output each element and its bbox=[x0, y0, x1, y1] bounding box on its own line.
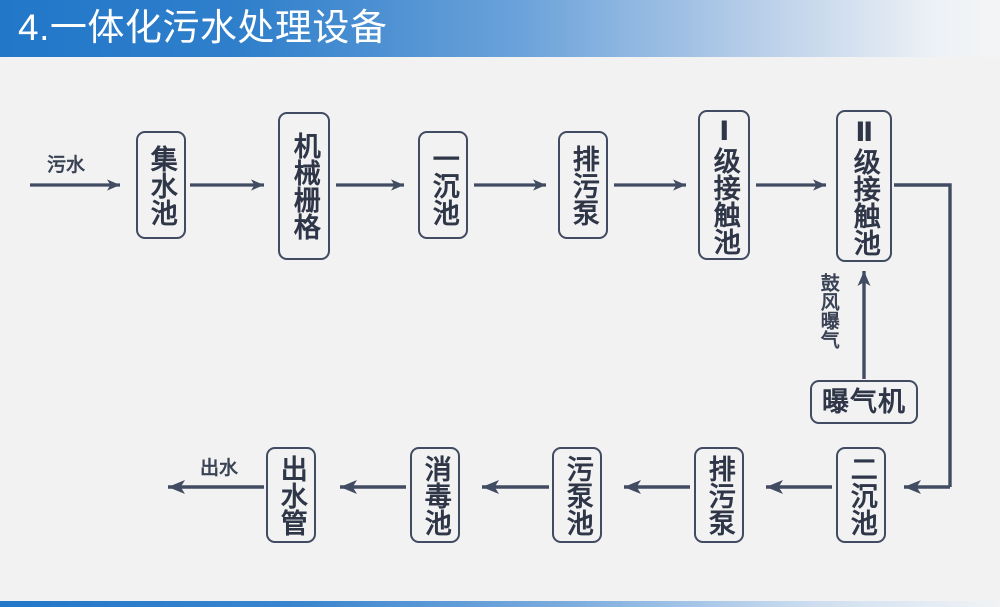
node-jiechuchi-2[interactable]: Ⅱ级接触池 bbox=[836, 110, 892, 262]
node-paiwubeng-bottom-label: 排污泵 bbox=[704, 454, 735, 536]
node-paiwubeng-bottom[interactable]: 排污泵 bbox=[694, 447, 744, 543]
node-jishuichi[interactable]: 集水池 bbox=[136, 131, 186, 239]
node-wubengchi[interactable]: 污泵池 bbox=[552, 447, 602, 543]
node-erchenchi-label: 二沉池 bbox=[846, 454, 877, 536]
node-chushuiguan[interactable]: 出水管 bbox=[266, 447, 316, 543]
node-jiechuchi-1-label: Ⅰ级接触池 bbox=[709, 115, 740, 255]
node-puqiji[interactable]: 曝气机 bbox=[810, 380, 918, 424]
label-aeration: 鼓风曝气 bbox=[817, 273, 839, 349]
node-jiechuchi-1[interactable]: Ⅰ级接触池 bbox=[698, 110, 750, 260]
node-jixieshange-label: 机械栅格 bbox=[289, 132, 320, 240]
node-wubengchi-label: 污泵池 bbox=[562, 454, 593, 536]
node-xiaoduchi[interactable]: 消毒池 bbox=[410, 447, 460, 543]
node-paiwubeng-top-label: 排污泵 bbox=[568, 144, 599, 226]
flowchart-connectors bbox=[30, 179, 952, 494]
node-yichenchi-label: 一沉池 bbox=[428, 144, 459, 226]
flowchart-canvas: 集水池 机械栅格 一沉池 排污泵 Ⅰ级接触池 Ⅱ级接触池 曝气机 二沉池 排污泵… bbox=[0, 57, 1000, 601]
page-header-bar: 4.一体化污水处理设备 bbox=[0, 0, 1000, 57]
node-puqiji-label: 曝气机 bbox=[822, 386, 906, 417]
label-outlet: 出水 bbox=[200, 458, 239, 479]
node-yichenchi[interactable]: 一沉池 bbox=[418, 131, 468, 239]
node-jixieshange[interactable]: 机械栅格 bbox=[278, 112, 330, 260]
node-erchenchi[interactable]: 二沉池 bbox=[836, 447, 886, 543]
edge-jiechuchi2-to-erchenchi-wrap bbox=[894, 183, 952, 487]
page-title: 4.一体化污水处理设备 bbox=[18, 7, 388, 48]
node-jishuichi-label: 集水池 bbox=[146, 144, 177, 226]
node-chushuiguan-label: 出水管 bbox=[276, 454, 307, 536]
label-inlet: 污水 bbox=[47, 155, 86, 176]
node-jiechuchi-2-label: Ⅱ级接触池 bbox=[849, 116, 880, 256]
node-xiaoduchi-label: 消毒池 bbox=[420, 454, 451, 536]
page-footer-bar bbox=[0, 601, 1000, 607]
node-paiwubeng-top[interactable]: 排污泵 bbox=[558, 131, 608, 239]
